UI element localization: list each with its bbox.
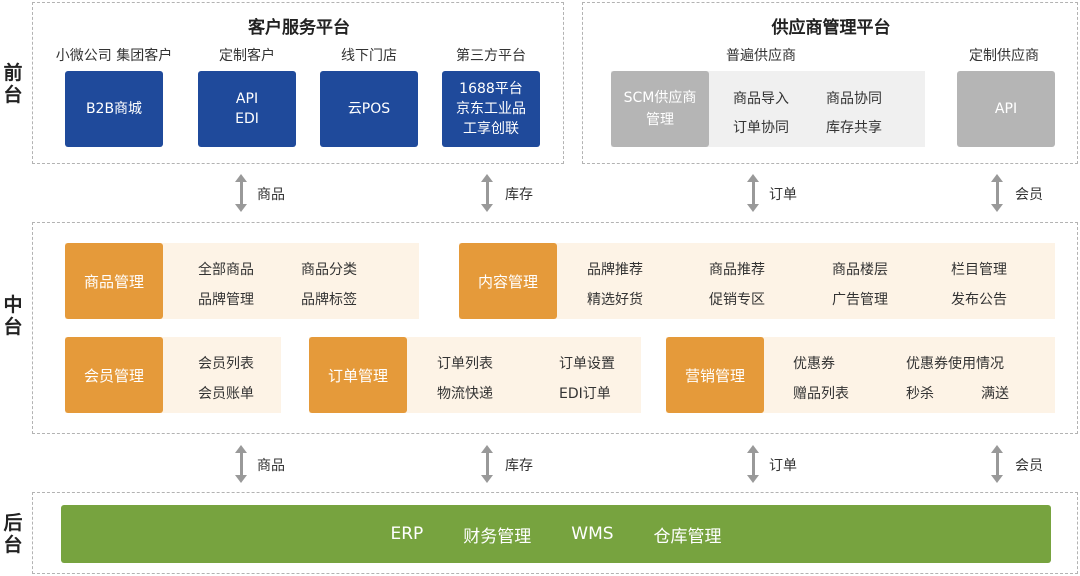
arrow-label: 库存: [505, 458, 533, 474]
channel-box-b2b[interactable]: B2B商城: [65, 71, 163, 147]
backend-item-wms[interactable]: WMS: [571, 524, 614, 544]
double-arrow-icon: [991, 445, 1003, 483]
double-arrow-icon: [235, 445, 247, 483]
scm-box-line: 管理: [646, 112, 674, 128]
module-item[interactable]: 全部商品: [198, 262, 254, 278]
module-item[interactable]: 发布公告: [951, 292, 1007, 308]
supply-platform-panel: 供应商管理平台 普遍供应商 SCM供应商 管理 商品导入 商品协同 订单协同 库…: [582, 2, 1078, 164]
layer-label-back: 后台: [2, 512, 24, 556]
arrow-label: 会员: [1015, 458, 1043, 474]
goods-module: 商品管理 全部商品 商品分类 品牌管理 品牌标签: [65, 243, 419, 319]
customer-platform-title: 客户服务平台: [248, 18, 350, 38]
content-module: 内容管理 品牌推荐 商品推荐 商品楼层 栏目管理 精选好货 促销专区 广告管理 …: [459, 243, 1055, 319]
module-item[interactable]: 促销专区: [709, 292, 765, 308]
supplier-item[interactable]: 商品协同: [826, 91, 882, 107]
module-item[interactable]: EDI订单: [559, 386, 611, 402]
module-label-text: 内容管理: [477, 272, 538, 291]
column-caption: 第三方平台: [456, 48, 526, 64]
channel-box-api-edi[interactable]: API EDI: [198, 71, 296, 147]
supplier-item[interactable]: 库存共享: [826, 120, 882, 136]
channel-box-line: EDI: [235, 111, 259, 127]
module-item[interactable]: 物流快递: [437, 386, 493, 402]
order-module: 订单管理 订单列表 订单设置 物流快递 EDI订单: [309, 337, 641, 413]
channel-box-line: 1688平台: [459, 81, 523, 97]
layer-label-text: 中台: [3, 294, 23, 338]
layer-label-front: 前台: [2, 62, 24, 106]
scm-box-line: SCM供应商: [623, 90, 697, 106]
module-item[interactable]: 商品分类: [301, 262, 357, 278]
column-caption: 小微公司 集团客户: [55, 48, 173, 64]
module-label-text: 商品管理: [83, 272, 144, 291]
module-item[interactable]: 品牌管理: [198, 292, 254, 308]
module-item[interactable]: 满送: [981, 386, 1009, 402]
double-arrow-icon: [991, 174, 1003, 212]
backend-bar: ERP 财务管理 WMS 仓库管理: [61, 505, 1051, 563]
marketing-module: 营销管理 优惠券 优惠券使用情况 赠品列表 秒杀 满送: [666, 337, 1055, 413]
member-module-label[interactable]: 会员管理: [65, 337, 163, 413]
double-arrow-icon: [235, 174, 247, 212]
content-module-label[interactable]: 内容管理: [459, 243, 557, 319]
backend-item-finance[interactable]: 财务管理: [463, 526, 532, 547]
arrow-label: 会员: [1015, 187, 1043, 203]
module-label-text: 营销管理: [684, 366, 745, 385]
double-arrow-icon: [481, 445, 493, 483]
custom-supplier-api-label: API: [994, 101, 1018, 117]
module-item[interactable]: 商品推荐: [709, 262, 765, 278]
module-item[interactable]: 广告管理: [832, 292, 888, 308]
module-item[interactable]: 品牌推荐: [587, 262, 643, 278]
module-item[interactable]: 订单设置: [559, 356, 615, 372]
module-item[interactable]: 商品楼层: [832, 262, 888, 278]
channel-box-line: B2B商城: [85, 101, 143, 117]
module-item[interactable]: 品牌标签: [301, 292, 357, 308]
module-item[interactable]: 优惠券使用情况: [906, 356, 1004, 372]
arrow-label: 订单: [769, 458, 797, 474]
channel-box-line: API: [235, 91, 259, 107]
module-label-text: 会员管理: [83, 366, 144, 385]
arrow-label: 订单: [769, 187, 797, 203]
supplier-item[interactable]: 订单协同: [733, 120, 789, 136]
goods-module-label[interactable]: 商品管理: [65, 243, 163, 319]
module-item[interactable]: 会员账单: [198, 386, 254, 402]
arrow-label: 商品: [257, 187, 285, 203]
marketing-module-label[interactable]: 营销管理: [666, 337, 764, 413]
backend-panel: ERP 财务管理 WMS 仓库管理: [32, 492, 1078, 574]
channel-box-line: 京东工业品: [456, 101, 526, 117]
module-item[interactable]: 秒杀: [906, 386, 934, 402]
double-arrow-icon: [481, 174, 493, 212]
custom-supplier-caption: 定制供应商: [969, 48, 1039, 64]
channel-box-line: 云POS: [347, 101, 391, 117]
module-item[interactable]: 订单列表: [437, 356, 493, 372]
module-item[interactable]: 精选好货: [587, 292, 643, 308]
double-arrow-icon: [747, 174, 759, 212]
backend-item-warehouse[interactable]: 仓库管理: [653, 526, 722, 547]
module-label-text: 订单管理: [327, 366, 388, 385]
module-item[interactable]: 赠品列表: [793, 386, 849, 402]
module-item[interactable]: 栏目管理: [951, 262, 1007, 278]
scm-box[interactable]: SCM供应商 管理: [611, 71, 709, 147]
column-caption: 定制客户: [219, 48, 275, 64]
order-module-label[interactable]: 订单管理: [309, 337, 407, 413]
middle-platform-panel: 商品管理 全部商品 商品分类 品牌管理 品牌标签 内容管理 品牌推荐 商品推荐 …: [32, 222, 1078, 434]
custom-supplier-api-box[interactable]: API: [957, 71, 1055, 147]
layer-label-middle: 中台: [2, 294, 24, 338]
member-module: 会员管理 会员列表 会员账单: [65, 337, 281, 413]
column-caption: 线下门店: [341, 48, 397, 64]
arrow-label: 库存: [505, 187, 533, 203]
channel-box-third-party[interactable]: 1688平台 京东工业品 工享创联: [442, 71, 540, 147]
arrow-label: 商品: [257, 458, 285, 474]
supplier-item[interactable]: 商品导入: [733, 91, 789, 107]
module-item[interactable]: 优惠券: [793, 356, 835, 372]
layer-label-text: 前台: [3, 62, 23, 106]
normal-supplier-caption: 普遍供应商: [726, 48, 796, 64]
supply-platform-title: 供应商管理平台: [771, 18, 891, 38]
channel-box-pos[interactable]: 云POS: [320, 71, 418, 147]
module-item[interactable]: 会员列表: [198, 356, 254, 372]
normal-supplier-group: SCM供应商 管理 商品导入 商品协同 订单协同 库存共享: [611, 71, 925, 147]
customer-platform-panel: 客户服务平台 小微公司 集团客户 B2B商城 定制客户 API EDI 线下门店…: [32, 2, 564, 164]
channel-box-line: 工享创联: [463, 121, 519, 137]
layer-label-text: 后台: [3, 512, 23, 556]
double-arrow-icon: [747, 445, 759, 483]
backend-item-erp[interactable]: ERP: [390, 524, 424, 544]
